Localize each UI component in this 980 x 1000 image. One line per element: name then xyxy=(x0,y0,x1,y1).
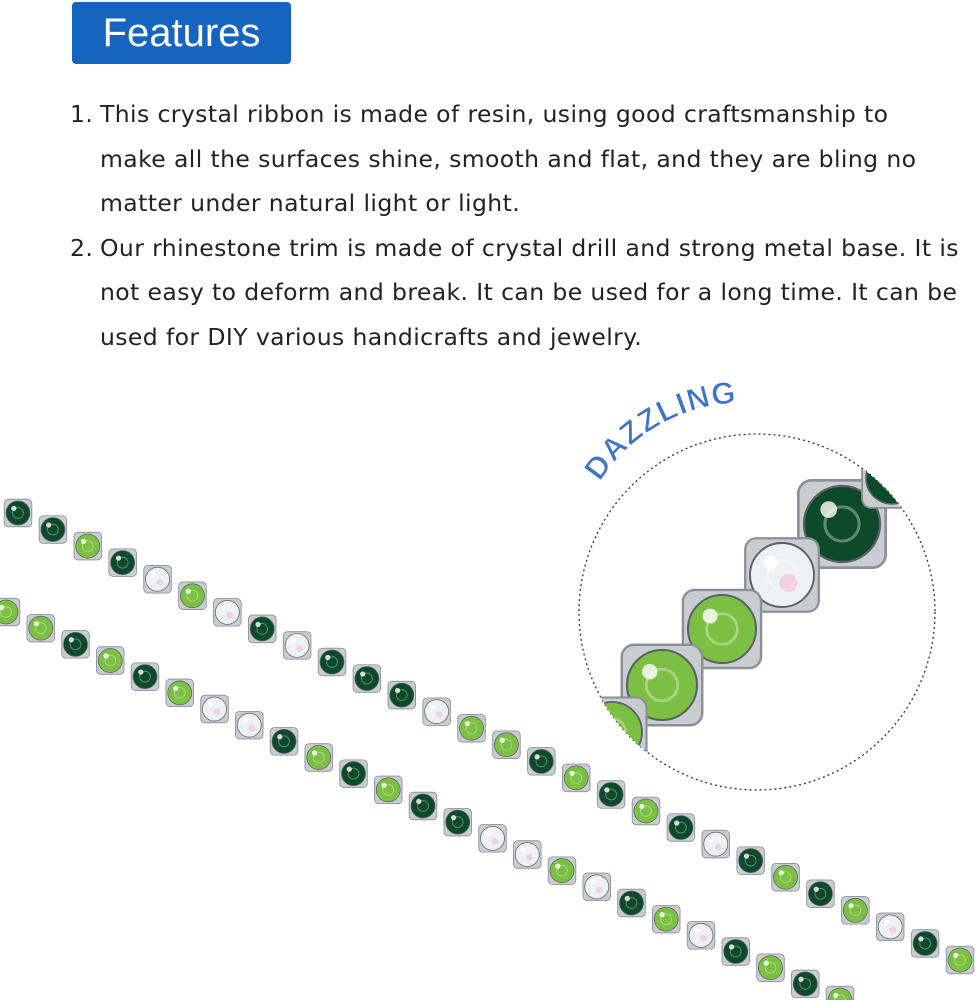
rhinestone xyxy=(736,846,765,875)
features-heading: Features xyxy=(72,2,291,64)
rhinestone xyxy=(666,813,696,842)
rhinestone xyxy=(282,631,312,660)
rhinestone xyxy=(26,613,55,643)
rhinestone xyxy=(652,904,681,934)
rhinestone xyxy=(861,447,923,509)
rhinestone xyxy=(108,548,137,577)
feature-item: 1. This crystal ribbon is made of resin,… xyxy=(70,92,980,226)
rhinestone xyxy=(408,791,438,821)
rhinestone xyxy=(235,710,264,740)
feature-item: 2. Our rhinestone trim is made of crysta… xyxy=(70,226,980,360)
rhinestone xyxy=(304,743,333,772)
feature-number: 2. xyxy=(70,233,94,262)
rhinestone xyxy=(130,662,160,691)
rhinestone xyxy=(617,888,646,918)
feature-line: not easy to deform and break. It can be … xyxy=(100,278,958,306)
features-list: 1. This crystal ribbon is made of resin,… xyxy=(70,92,980,359)
rhinestone xyxy=(352,664,382,693)
rhinestone xyxy=(582,872,611,902)
rhinestone xyxy=(841,896,870,925)
feature-line: used for DIY various handicrafts and jew… xyxy=(100,322,643,351)
rhinestone xyxy=(756,953,785,982)
feature-number: 1. xyxy=(70,100,94,128)
feature-line: matter under natural light or light. xyxy=(100,189,521,217)
rhinestone xyxy=(73,531,102,561)
rhinestone xyxy=(513,840,542,869)
rhinestone xyxy=(457,714,486,743)
rhinestone xyxy=(579,696,648,768)
rhinestone xyxy=(681,588,763,670)
rhinestone xyxy=(387,680,416,710)
feature-line: make all the surfaces shine, smooth and … xyxy=(100,144,917,173)
rhinestone xyxy=(547,856,577,885)
rhinestone xyxy=(876,912,905,942)
rhinestone xyxy=(686,921,716,950)
rhinestone xyxy=(825,985,855,1000)
rhinestone xyxy=(806,879,835,908)
rhinestone xyxy=(96,646,125,675)
rhinestone xyxy=(38,515,68,544)
rhinestone xyxy=(771,863,800,892)
rhinestone xyxy=(791,969,820,999)
rhinestone xyxy=(744,537,820,613)
rhinestone xyxy=(910,929,940,958)
rhinestone xyxy=(701,829,730,859)
rhinestone xyxy=(945,945,975,975)
rhinestone-chains xyxy=(0,498,975,1000)
rhinestone xyxy=(178,581,207,610)
rhinestone xyxy=(339,759,368,788)
rhinestone xyxy=(317,647,347,677)
rhinestone xyxy=(269,727,299,756)
rhinestone xyxy=(721,937,750,966)
rhinestone xyxy=(0,597,21,627)
rhinestone xyxy=(61,630,90,659)
rhinestone-trim-illustration: DAZZLING xyxy=(0,374,975,1000)
rhinestone xyxy=(527,747,556,776)
rhinestone xyxy=(3,498,33,528)
rhinestone xyxy=(422,697,451,726)
rhinestone xyxy=(596,780,626,809)
feature-line: Our rhinestone trim is made of crystal d… xyxy=(100,233,959,262)
rhinestone xyxy=(213,598,242,627)
rhinestone xyxy=(478,824,507,853)
rhinestone xyxy=(374,775,403,805)
rhinestone xyxy=(631,796,661,826)
feature-line: This crystal ribbon is made of resin, us… xyxy=(100,100,889,128)
rhinestone xyxy=(492,730,521,759)
rhinestone xyxy=(165,678,194,708)
rhinestone xyxy=(562,763,591,793)
rhinestone xyxy=(143,565,172,594)
rhinestone xyxy=(443,807,472,837)
rhinestone xyxy=(248,614,277,644)
rhinestone xyxy=(200,694,229,724)
